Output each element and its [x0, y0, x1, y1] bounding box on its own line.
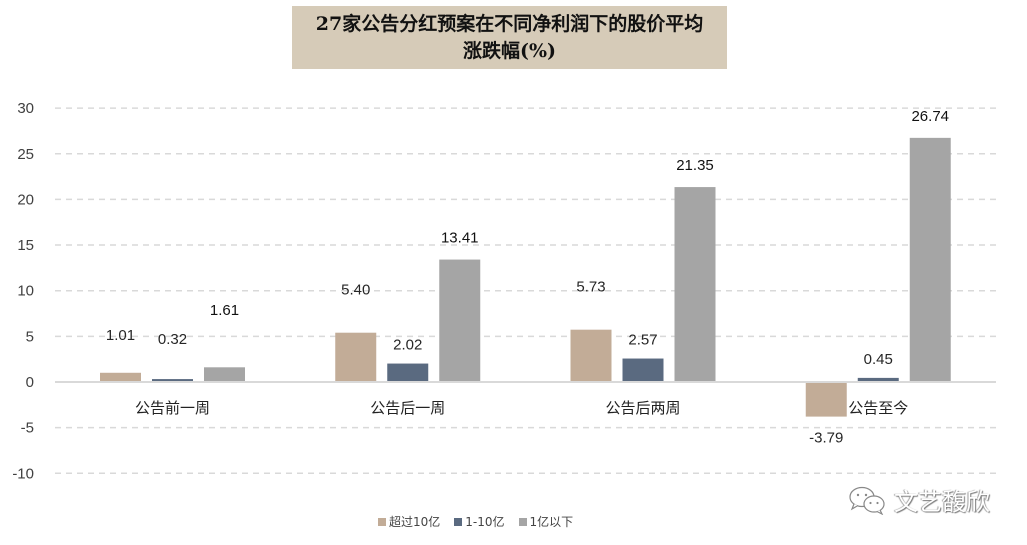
data-label: 0.45 [864, 351, 893, 368]
data-label: 5.73 [576, 279, 605, 296]
bar [335, 332, 377, 382]
legend-item-under-1b: 1亿以下 [518, 513, 574, 530]
bar [387, 363, 429, 382]
bar [204, 367, 245, 382]
data-label: 2.57 [628, 332, 657, 349]
y-tick-label: -10 [12, 465, 34, 482]
bar [570, 329, 612, 382]
legend: 超过10亿 1-10亿 1亿以下 [378, 513, 573, 530]
category-label: 公告前一周 [135, 399, 210, 417]
data-label: 5.40 [341, 282, 370, 299]
data-label: 2.02 [393, 337, 422, 354]
legend-label: 1-10亿 [465, 515, 505, 529]
y-tick-label: -5 [21, 420, 34, 437]
bar [100, 372, 141, 382]
y-tick-label: 25 [17, 146, 34, 163]
data-label: 0.32 [158, 331, 187, 348]
y-tick-label: 10 [17, 283, 34, 300]
bar [622, 358, 664, 382]
legend-swatch [378, 517, 386, 526]
x-axis-categories: 公告前一周 公告后一周 公告后两周 公告至今 [55, 381, 996, 417]
y-tick-label: 30 [17, 100, 34, 117]
gridlines [55, 107, 996, 475]
category-label: 公告后一周 [370, 399, 445, 417]
bars [100, 137, 951, 417]
chart-title-box: 27家公告分红预案在不同净利润下的股价平均涨跌幅(%) [292, 6, 727, 69]
wechat-icon [849, 486, 885, 515]
bar [439, 259, 481, 382]
category-label: 公告后两周 [605, 399, 680, 417]
y-tick-label: 15 [17, 237, 34, 254]
data-label: 26.74 [911, 108, 949, 125]
chart-title: 27家公告分红预案在不同净利润下的股价平均涨跌幅(%) [315, 12, 704, 62]
legend-label: 1亿以下 [529, 515, 574, 529]
bar [909, 137, 951, 382]
y-tick-label: 5 [26, 328, 34, 345]
legend-swatch [454, 517, 463, 526]
legend-item-over-10b: 超过10亿 [378, 513, 440, 530]
data-label: 13.41 [441, 230, 479, 247]
data-label: -3.79 [809, 430, 843, 447]
y-tick-label: 0 [26, 374, 34, 391]
bar [674, 187, 716, 382]
data-label: 1.61 [210, 302, 239, 319]
data-labels: 1.01 0.32 1.61 5.40 2.02 13.41 5.73 2.57 21.35 -3… [106, 108, 949, 447]
y-axis: 30 25 20 15 10 5 0 -5 -10 [12, 100, 34, 482]
category-label: 公告至今 [848, 399, 908, 417]
legend-swatch [518, 517, 527, 526]
legend-label: 超过10亿 [389, 515, 441, 529]
watermark: 文艺馥欣 [848, 482, 990, 517]
legend-item-1-10b: 1-10亿 [454, 513, 505, 530]
bar [857, 377, 899, 382]
bar [805, 382, 847, 417]
y-tick-label: 20 [17, 191, 34, 208]
data-label: 21.35 [676, 157, 714, 174]
watermark-text: 文艺馥欣 [894, 488, 990, 516]
bar [152, 379, 193, 382]
data-label: 1.01 [106, 327, 135, 344]
